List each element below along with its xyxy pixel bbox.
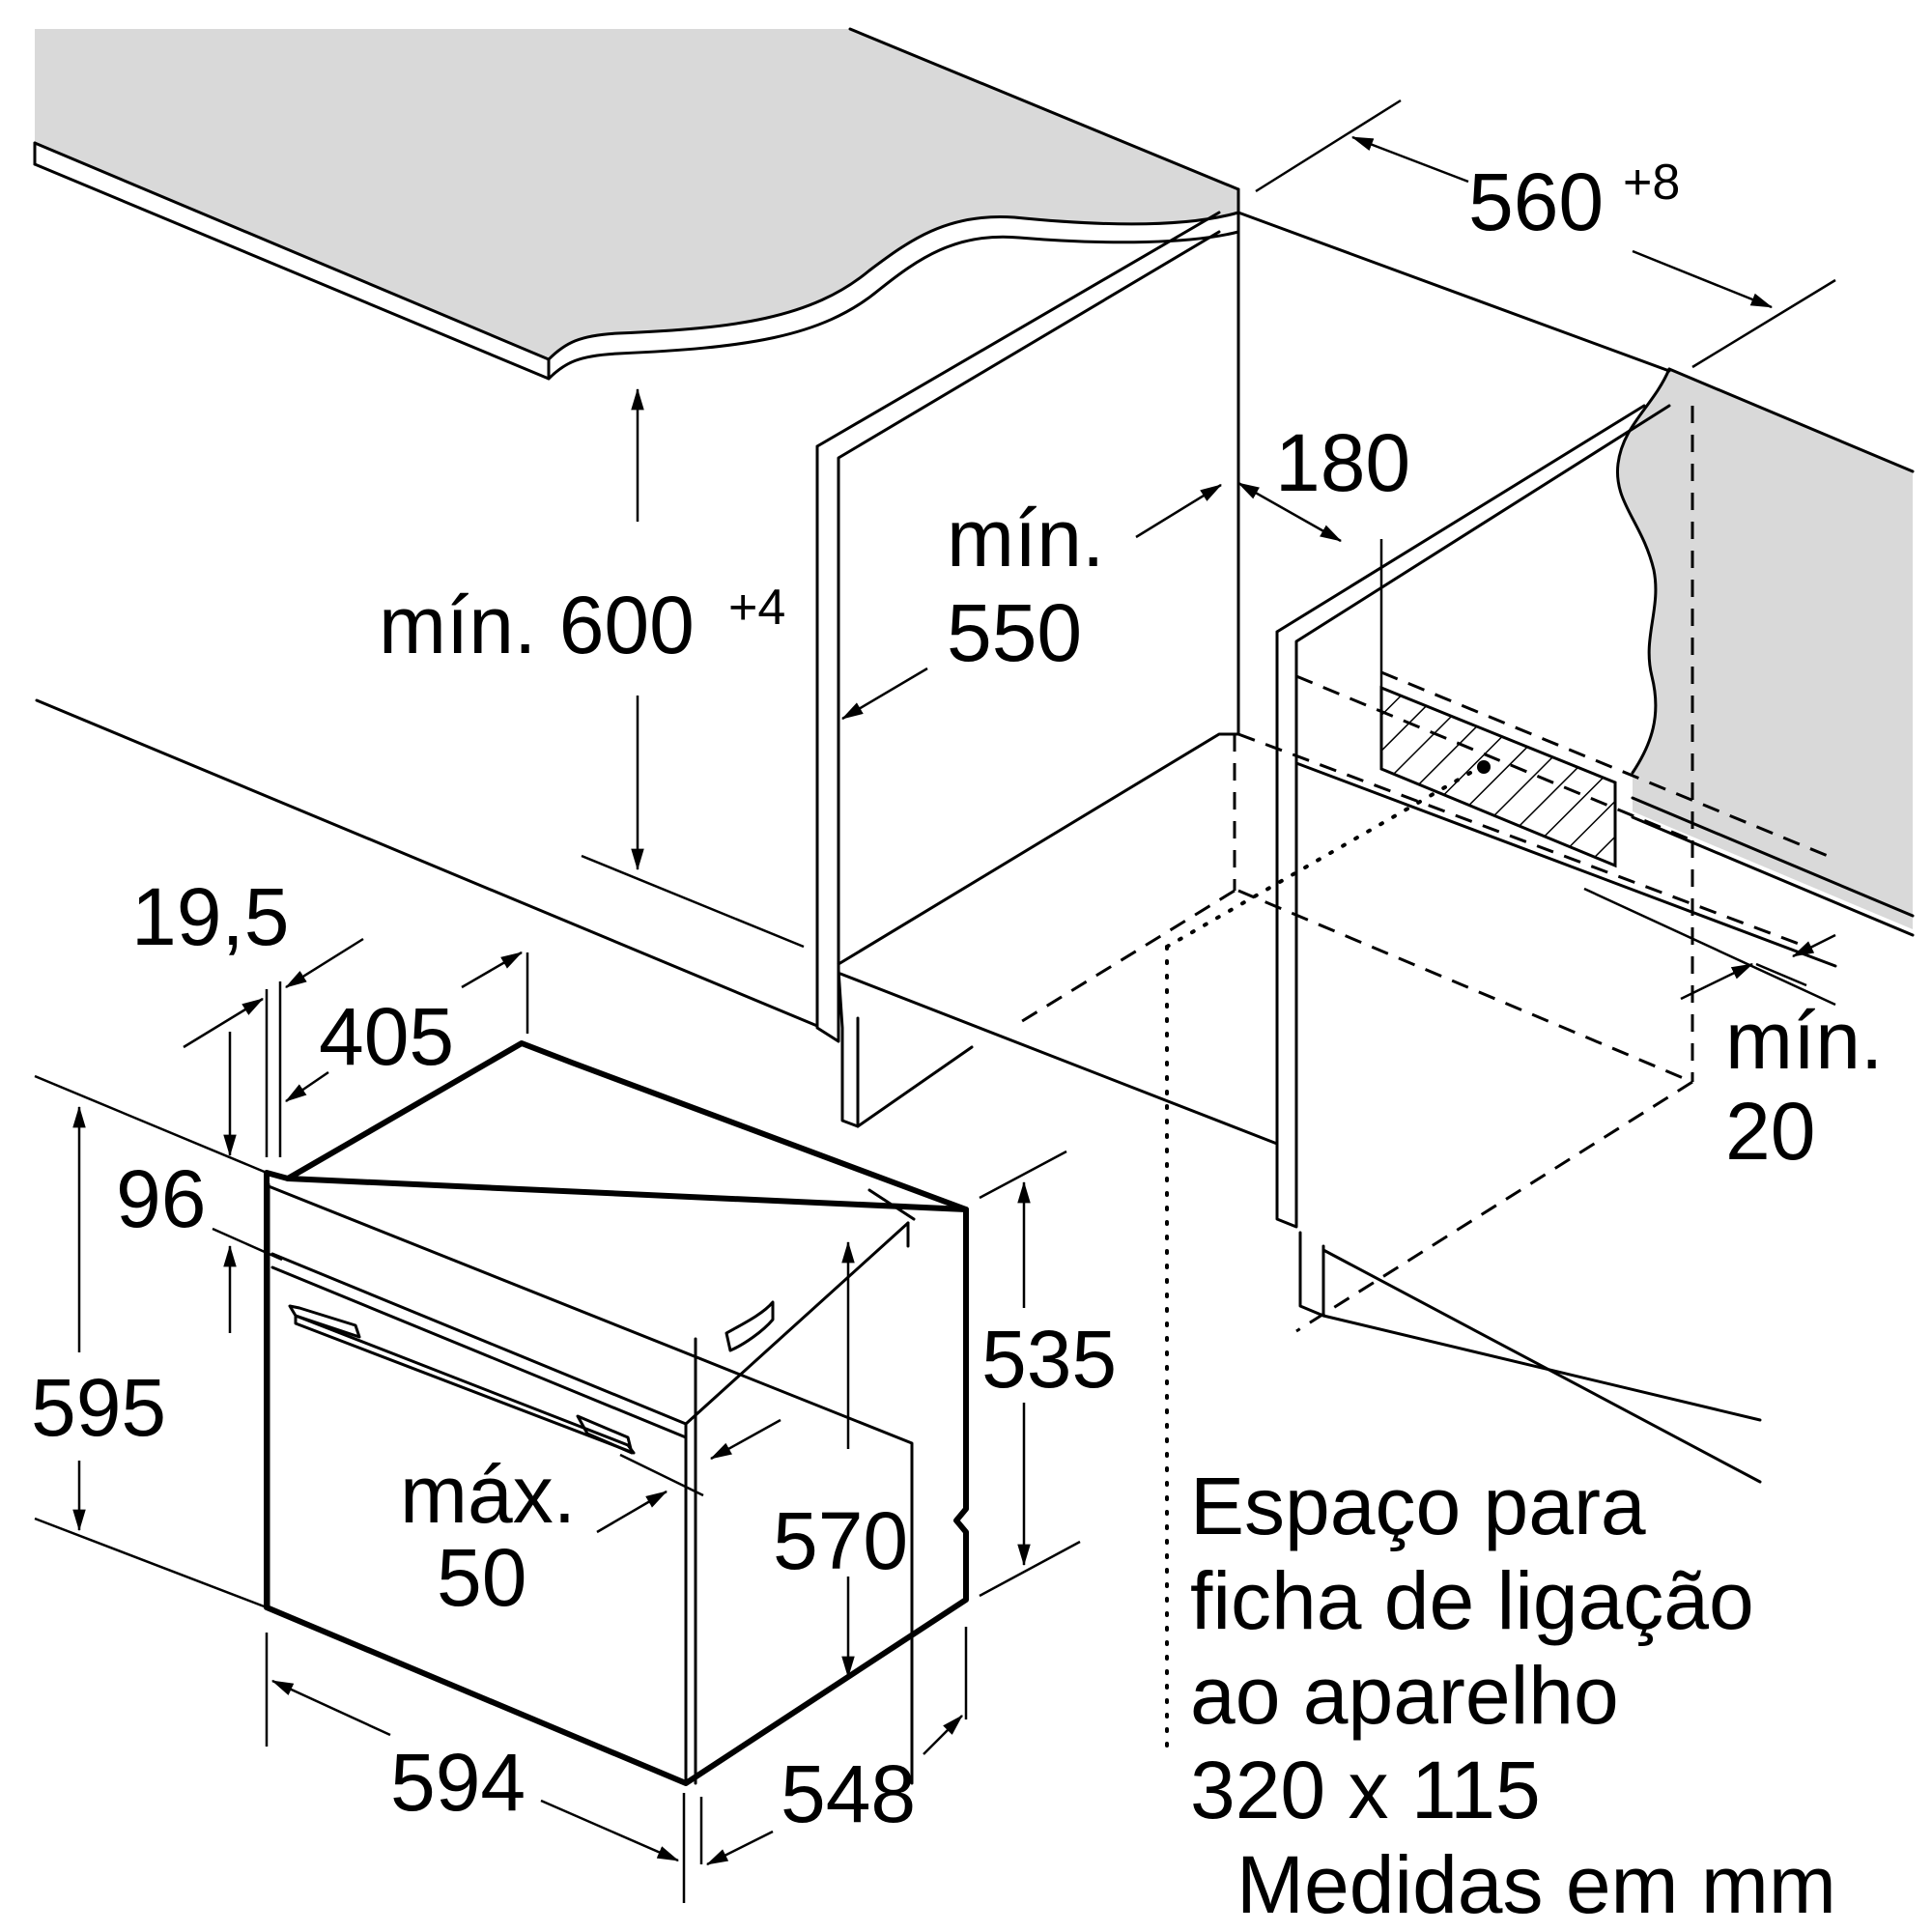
label-oven-width: 594: [390, 1737, 526, 1828]
units-caption: Medidas em mm: [1236, 1839, 1836, 1930]
label-oven-depth: 548: [781, 1748, 916, 1839]
label-rear-gap-prefix: mín.: [1725, 995, 1883, 1086]
dimension-labels: 560 +8 mín. 600 +4 mín. 550 180 mín. 20 …: [31, 155, 1883, 1839]
dimension-lines: [34, 99, 1836, 1903]
label-niche-height: mín. 600: [379, 580, 695, 670]
label-handle-clearance-prefix: máx.: [400, 1449, 576, 1540]
label-rear-gap: 20: [1725, 1086, 1815, 1177]
right-wall: [1615, 367, 1915, 937]
socket-note: Espaço para ficha de ligação ao aparelho…: [1190, 1461, 1754, 1835]
label-socket-offset: 180: [1275, 417, 1410, 508]
label-body-height: 535: [981, 1314, 1117, 1405]
label-inner-height: 570: [773, 1495, 908, 1586]
label-trim-thickness: 19,5: [131, 871, 290, 962]
label-panel-height: 96: [116, 1153, 206, 1244]
cabinet-niche: [35, 27, 1837, 1760]
note-line-2: ficha de ligação: [1190, 1555, 1754, 1646]
note-line-4: 320 x 115: [1190, 1745, 1541, 1835]
label-niche-depth-prefix: mín.: [947, 493, 1104, 583]
label-oven-height: 595: [31, 1362, 166, 1453]
oven: [264, 1040, 969, 1786]
worktop: [33, 29, 1240, 381]
label-side-depth: 405: [319, 991, 454, 1082]
label-niche-depth: 550: [947, 587, 1082, 678]
label-handle-clearance: 50: [437, 1532, 526, 1623]
note-line-1: Espaço para: [1190, 1461, 1646, 1551]
label-niche-height-tolerance: +4: [728, 580, 785, 636]
note-line-3: ao aparelho: [1190, 1650, 1619, 1741]
label-niche-width-tolerance: +8: [1623, 155, 1680, 211]
label-niche-width: 560: [1468, 156, 1604, 247]
